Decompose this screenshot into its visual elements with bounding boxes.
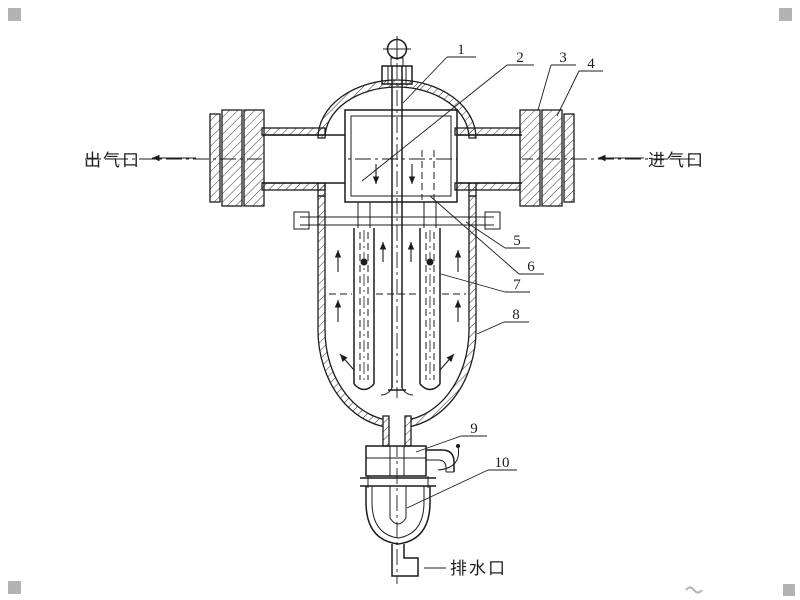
callout-3: 3 <box>537 50 576 111</box>
outlet-flange <box>209 109 265 207</box>
inlet-label: 进气口 <box>648 151 705 170</box>
center-tube <box>380 66 414 396</box>
callout-1: 1 <box>402 42 476 104</box>
callout-7: 7 <box>440 273 530 293</box>
inlet-pipe-top-wall <box>454 127 521 136</box>
callout-10: 10 <box>406 455 517 509</box>
callout-6-number: 6 <box>527 259 535 275</box>
header-box <box>344 109 458 203</box>
drain-valve <box>365 444 460 477</box>
scan-artifacts <box>8 8 795 596</box>
port-labels: 出气口 进气口 排水口 <box>84 151 705 578</box>
outlet-label: 出气口 <box>84 151 141 170</box>
callouts: 1 2 3 4 5 6 7 <box>361 42 603 509</box>
flange-bolt-right <box>484 211 501 230</box>
flange-bolt-left <box>293 211 310 230</box>
callout-3-number: 3 <box>559 50 567 66</box>
collection-bowl <box>365 486 431 545</box>
callout-4: 4 <box>556 56 603 117</box>
callout-5: 5 <box>465 221 530 249</box>
callout-2-number: 2 <box>516 50 524 66</box>
inlet-pipe-bottom-wall <box>454 182 521 191</box>
vessel-dome-wall <box>317 79 477 139</box>
drain-outlet-pipe <box>391 544 419 577</box>
outlet-pipe <box>261 127 346 191</box>
callout-7-number: 7 <box>513 277 521 293</box>
callout-6: 6 <box>429 195 544 275</box>
bottom-neck-wall-right <box>404 415 412 447</box>
callout-9: 9 <box>415 421 487 453</box>
top-lifting-ring <box>381 38 413 85</box>
valve-handle <box>437 445 460 471</box>
callout-4-number: 4 <box>587 56 595 72</box>
callout-2: 2 <box>361 50 534 182</box>
outlet-pipe-top-wall <box>261 127 326 136</box>
filter-tube-right <box>419 202 441 391</box>
outlet-pipe-bottom-wall <box>261 182 326 191</box>
inlet-pipe <box>454 127 522 191</box>
filter-tube-left <box>353 202 375 391</box>
tube-node-dot <box>360 258 368 266</box>
top-boss <box>381 65 413 85</box>
bowl-flange <box>360 476 436 488</box>
bottom-neck-wall-left <box>382 415 390 447</box>
drain-label: 排水口 <box>450 559 507 578</box>
callout-8: 8 <box>476 307 529 335</box>
callout-8-number: 8 <box>512 307 520 323</box>
inlet-flange <box>519 109 575 207</box>
flow-arrows <box>334 164 462 371</box>
callout-9-number: 9 <box>470 421 478 437</box>
body-flange <box>293 211 501 230</box>
valve-spout <box>426 449 455 472</box>
callout-10-number: 10 <box>495 455 510 471</box>
tube-node-dot <box>426 258 434 266</box>
callout-1-number: 1 <box>457 42 465 58</box>
bowl-inner-tube <box>389 486 407 525</box>
callout-5-number: 5 <box>513 233 521 249</box>
